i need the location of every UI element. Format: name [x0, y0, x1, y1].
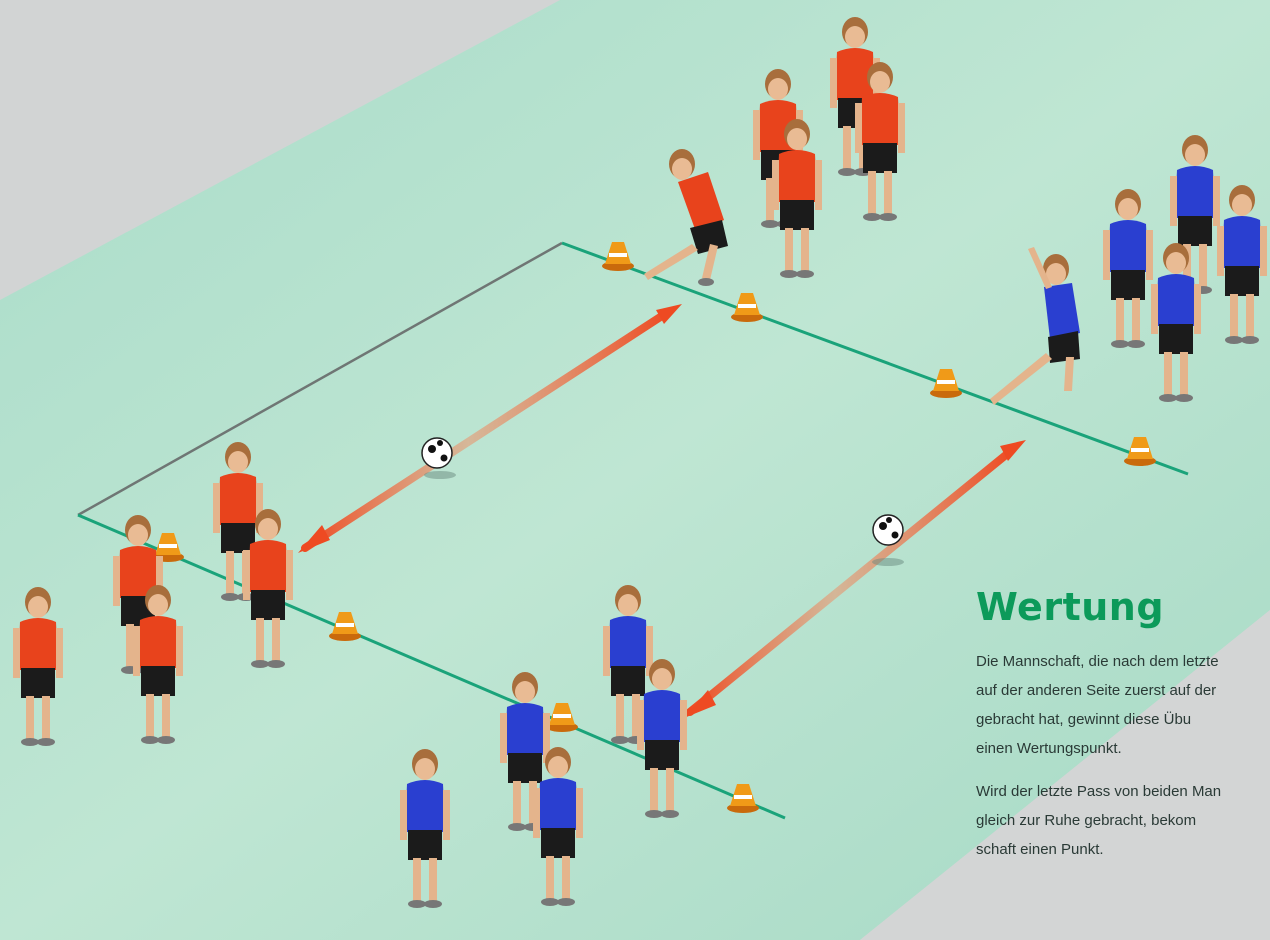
cone: [731, 293, 763, 322]
player-blue: [1151, 243, 1201, 402]
boundary-line-gray: [77, 241, 563, 517]
player-blue: [400, 749, 450, 908]
text-line: Wird der letzte Pass von beiden Man: [976, 783, 1222, 800]
player-blue: [533, 747, 583, 906]
text-line: schaft einen Punkt.: [976, 841, 1104, 858]
cone: [602, 242, 634, 271]
player-red: [133, 585, 183, 744]
player-blue: [637, 659, 687, 818]
ball-left: [421, 437, 456, 479]
cone: [1124, 437, 1156, 466]
text-line: Die Mannschaft, die nach dem letzte: [976, 653, 1219, 670]
boundary-line-top: [561, 241, 1189, 476]
player-blue: [603, 585, 653, 744]
player-blue-kicking: [990, 247, 1080, 405]
ball-right: [872, 514, 904, 566]
text-line: auf der anderen Seite zuerst auf der: [976, 682, 1217, 699]
player-red: [772, 119, 822, 278]
cone: [727, 784, 759, 813]
pass-arrow-upper: [298, 304, 682, 553]
player-red: [13, 587, 63, 746]
player-blue: [1103, 189, 1153, 348]
text-line: gebracht hat, gewinnt diese Übu: [976, 711, 1192, 728]
wertung-paragraph-2: Wird der letzte Pass von beiden Man glei…: [976, 777, 1270, 864]
cone: [329, 612, 361, 641]
wertung-panel: Wertung Die Mannschaft, die nach dem let…: [976, 585, 1270, 878]
player-red: [243, 509, 293, 668]
text-line: gleich zur Ruhe gebracht, bekom: [976, 812, 1197, 829]
cone: [930, 369, 962, 398]
text-line: einen Wertungspunkt.: [976, 740, 1122, 757]
wertung-paragraph-1: Die Mannschaft, die nach dem letzte auf …: [976, 647, 1270, 763]
pass-arrow-lower: [684, 440, 1026, 718]
field-border-gray: [860, 610, 1270, 940]
player-blue: [1217, 185, 1267, 344]
player-red-kicking: [644, 149, 728, 286]
player-red: [213, 442, 263, 601]
cone: [546, 703, 578, 732]
player-blue: [500, 672, 550, 831]
wertung-title: Wertung: [976, 585, 1165, 629]
player-red: [855, 62, 905, 221]
